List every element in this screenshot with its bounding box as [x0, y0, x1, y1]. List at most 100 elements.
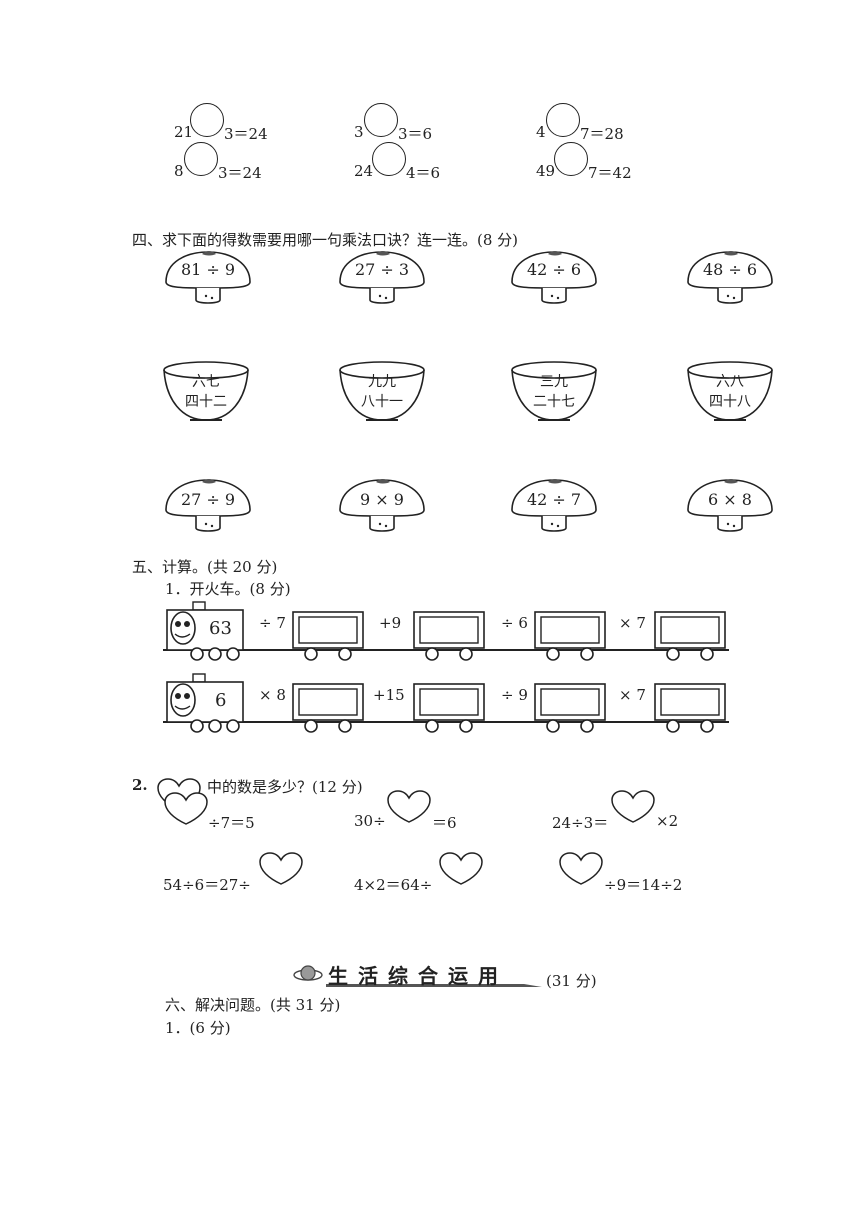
- bowl-line1: 九九: [368, 374, 396, 390]
- answer-wagon[interactable]: [299, 617, 357, 643]
- equation-left: 21: [174, 123, 194, 141]
- answer-heart[interactable]: [438, 852, 484, 886]
- train-graphic: [163, 601, 729, 661]
- bowl-line2: 二十七: [533, 394, 575, 410]
- heart-eq-before: 54÷6＝27÷: [163, 876, 251, 894]
- section-banner: 生活综合运用 (31 分): [292, 958, 612, 992]
- mushroom-label: 6 × 8: [708, 490, 752, 509]
- answer-circle[interactable]: [546, 103, 580, 137]
- train-op: +9: [379, 614, 402, 632]
- equation-left: 8: [174, 162, 184, 180]
- bowl-card[interactable]: 六八 四十八: [686, 360, 774, 424]
- train-op: ÷ 7: [259, 614, 286, 632]
- mushroom-icon: [339, 479, 425, 532]
- equation-right: 3＝24: [218, 164, 262, 182]
- answer-circle[interactable]: [554, 142, 588, 176]
- train-op: × 7: [619, 686, 646, 704]
- train-op: +15: [373, 686, 405, 704]
- section5-title: 五、计算。(共 20 分): [132, 558, 278, 576]
- answer-wagon[interactable]: [661, 617, 719, 643]
- heart-eq-after: ×2: [656, 812, 679, 830]
- equation-left: 49: [536, 162, 556, 180]
- heart-eq-after: ÷9＝14÷2: [604, 876, 683, 894]
- mushroom-card[interactable]: 81 ÷ 9: [162, 248, 254, 306]
- answer-wagon[interactable]: [420, 617, 478, 643]
- answer-wagon[interactable]: [541, 617, 599, 643]
- bowl-line1: 六八: [716, 374, 744, 390]
- mushroom-icon: [687, 251, 773, 304]
- equation-left: 4: [536, 123, 546, 141]
- answer-heart[interactable]: [258, 852, 304, 886]
- answer-wagon[interactable]: [661, 689, 719, 715]
- heart-eq-before: 24÷3＝: [552, 814, 609, 832]
- mushroom-icon: [511, 251, 597, 304]
- heart-eq-before: 4×2＝64÷: [354, 876, 433, 894]
- bowl-card[interactable]: 六七 四十二: [162, 360, 250, 424]
- mushroom-label: 81 ÷ 9: [180, 260, 236, 279]
- bowl-icon: [687, 361, 773, 421]
- bowl-icon: [339, 361, 425, 421]
- answer-circle[interactable]: [364, 103, 398, 137]
- answer-heart[interactable]: [558, 852, 604, 886]
- banner-title: 生活综合运用: [328, 964, 508, 988]
- answer-circle[interactable]: [372, 142, 406, 176]
- section4-title: 四、求下面的得数需要用哪一句乘法口诀？连一连。(8 分): [132, 231, 519, 249]
- bowl-line1: 六七: [192, 374, 220, 390]
- bowl-line2: 四十二: [185, 394, 227, 410]
- mushroom-card[interactable]: 48 ÷ 6: [684, 248, 776, 306]
- bowl-card[interactable]: 三九 二十七: [510, 360, 598, 424]
- section5-q2-title: 中的数是多少？(12 分): [207, 778, 363, 796]
- train-start-number: 6: [215, 690, 227, 711]
- mushroom-icon: [165, 479, 251, 532]
- mushroom-label: 27 ÷ 9: [180, 490, 236, 509]
- equation-left: 24: [354, 162, 374, 180]
- train-start-number: 63: [209, 618, 232, 639]
- section5-q2-number: 2.: [132, 776, 148, 794]
- bowl-icon: [163, 361, 249, 421]
- equation-right: 4＝6: [406, 164, 441, 182]
- mushroom-card[interactable]: 9 × 9: [336, 476, 428, 534]
- equation-left: 3: [354, 123, 364, 141]
- mushroom-label: 42 ÷ 7: [526, 490, 582, 509]
- answer-wagon[interactable]: [541, 689, 599, 715]
- mushroom-card[interactable]: 42 ÷ 7: [508, 476, 600, 534]
- mushroom-label: 48 ÷ 6: [702, 260, 758, 279]
- mushroom-card[interactable]: 6 × 8: [684, 476, 776, 534]
- equation-right: 7＝28: [580, 125, 624, 143]
- equation-right: 3＝6: [398, 125, 433, 143]
- bowl-line1: 三九: [540, 374, 568, 390]
- section6-q1: 1．(6 分): [165, 1019, 231, 1037]
- train-row: 6 × 8 +15 ÷ 9 × 7: [163, 672, 733, 738]
- mushroom-icon: [511, 479, 597, 532]
- mushroom-label: 9 × 9: [360, 490, 404, 509]
- answer-circle[interactable]: [184, 142, 218, 176]
- mushroom-icon: [339, 251, 425, 304]
- answer-heart[interactable]: [163, 792, 209, 826]
- banner-score: (31 分): [546, 972, 597, 990]
- mushroom-card[interactable]: 27 ÷ 3: [336, 248, 428, 306]
- answer-heart[interactable]: [386, 790, 432, 824]
- section5-q1-title: 1．开火车。(8 分): [165, 580, 291, 598]
- train-op: × 7: [619, 614, 646, 632]
- bowl-line2: 八十一: [361, 394, 403, 410]
- mushroom-icon: [165, 251, 251, 304]
- bowl-line2: 四十八: [709, 394, 751, 410]
- section6-title: 六、解决问题。(共 31 分): [165, 996, 341, 1014]
- heart-eq-before: 30÷: [354, 812, 386, 830]
- bowl-card[interactable]: 九九 八十一: [338, 360, 426, 424]
- answer-circle[interactable]: [190, 103, 224, 137]
- answer-wagon[interactable]: [299, 689, 357, 715]
- planet-icon: [293, 965, 542, 987]
- heart-eq-after: ÷7＝5: [208, 814, 255, 832]
- mushroom-card[interactable]: 42 ÷ 6: [508, 248, 600, 306]
- answer-wagon[interactable]: [420, 689, 478, 715]
- equation-right: 7＝42: [588, 164, 632, 182]
- answer-heart[interactable]: [610, 790, 656, 824]
- equation-right: 3＝24: [224, 125, 268, 143]
- train-op: ÷ 9: [501, 686, 528, 704]
- mushroom-label: 27 ÷ 3: [354, 260, 410, 279]
- bowl-icon: [511, 361, 597, 421]
- train-graphic: [163, 673, 729, 733]
- mushroom-card[interactable]: 27 ÷ 9: [162, 476, 254, 534]
- heart-eq-after: ＝6: [432, 814, 457, 832]
